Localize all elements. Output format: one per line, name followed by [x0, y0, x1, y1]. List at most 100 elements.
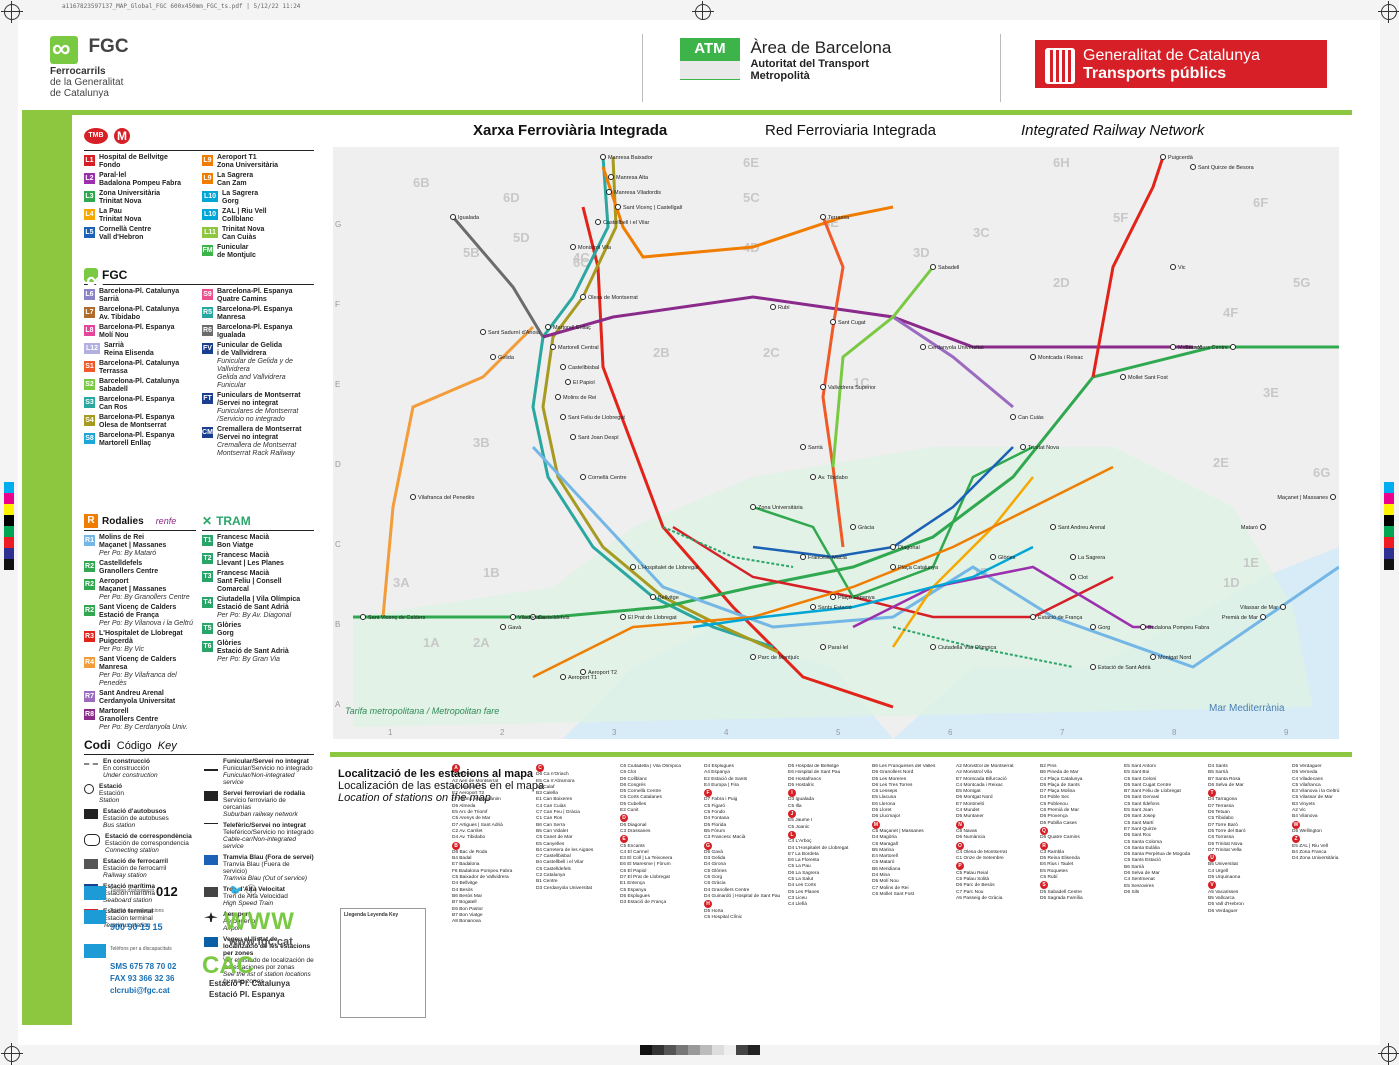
station[interactable]: Gorg [1090, 624, 1111, 632]
station-dot[interactable] [606, 189, 612, 195]
station-dot[interactable] [608, 174, 614, 180]
station-dot[interactable] [1030, 354, 1036, 360]
station-dot[interactable] [1090, 624, 1096, 630]
station-dot[interactable] [1010, 414, 1016, 420]
station[interactable]: Plaça Espanya [830, 594, 876, 602]
station[interactable]: Olesa de Montserrat [580, 294, 639, 302]
station-dot[interactable] [615, 204, 621, 210]
station-dot[interactable] [930, 644, 936, 650]
station-dot[interactable] [1070, 574, 1076, 580]
contact-email[interactable]: clcrubi@fgc.cat [110, 986, 170, 995]
station[interactable]: Paral·lel [820, 644, 849, 652]
website-link[interactable]: www.fgc.cat [229, 936, 293, 948]
station-dot[interactable] [1170, 344, 1176, 350]
station[interactable]: Montgat Nord [1150, 654, 1192, 662]
station[interactable]: Plaça Catalunya [890, 564, 939, 572]
station-dot[interactable] [1140, 624, 1146, 630]
station[interactable]: Molins de Rei [555, 394, 597, 402]
station-dot[interactable] [630, 564, 636, 570]
station-dot[interactable] [545, 324, 551, 330]
station[interactable]: Sants Estació [810, 604, 852, 612]
station-dot[interactable] [450, 214, 456, 220]
social-icons[interactable]: 🐦 ⓕ [229, 885, 257, 897]
station[interactable]: Manresa Viladordis [606, 189, 662, 197]
station[interactable]: Trinitat Nova [1020, 444, 1060, 452]
station-dot[interactable] [360, 614, 366, 620]
station[interactable]: Mollet Sant Fost [1120, 374, 1169, 382]
station-dot[interactable] [1170, 264, 1176, 270]
station[interactable]: Badalona Pompeu Fabra [1140, 624, 1211, 632]
station-dot[interactable] [560, 364, 566, 370]
station[interactable]: Vallvidrera Superior [820, 384, 877, 392]
station-dot[interactable] [560, 414, 566, 420]
station[interactable]: Gelida [490, 354, 515, 362]
station-dot[interactable] [490, 354, 496, 360]
station[interactable]: Puigcerdà [1160, 154, 1194, 162]
station-dot[interactable] [820, 384, 826, 390]
station-dot[interactable] [890, 544, 896, 550]
station-dot[interactable] [410, 494, 416, 500]
station-dot[interactable] [820, 644, 826, 650]
station[interactable]: Maçanet | Massanes [1277, 494, 1336, 502]
station[interactable]: Sant Vicenç de Calders [360, 614, 426, 622]
station-dot[interactable] [890, 564, 896, 570]
station[interactable]: Aeroport T1 [560, 674, 597, 682]
station-dot[interactable] [620, 614, 626, 620]
station[interactable]: Diagonal [890, 544, 920, 552]
station[interactable]: Estació de Sant Adrià [1090, 664, 1152, 672]
station-dot[interactable] [480, 329, 486, 335]
station-dot[interactable] [820, 214, 826, 220]
station-dot[interactable] [1260, 614, 1266, 620]
station-dot[interactable] [560, 674, 566, 680]
station[interactable]: Igualada [450, 214, 481, 222]
station-dot[interactable] [800, 554, 806, 560]
station-dot[interactable] [570, 434, 576, 440]
station[interactable]: Av. Tibidabo [810, 474, 848, 482]
station[interactable]: Viladecans [510, 614, 546, 622]
station[interactable]: Gavà [500, 624, 523, 632]
station-dot[interactable] [1260, 524, 1266, 530]
station-dot[interactable] [850, 524, 856, 530]
station-dot[interactable] [550, 344, 556, 350]
station[interactable]: Cornellà Centre [580, 474, 627, 482]
station[interactable]: Sant Quirze de Besora [1190, 164, 1255, 172]
station-dot[interactable] [750, 504, 756, 510]
station[interactable]: Sant Sadurní d'Anoia [480, 329, 541, 337]
station[interactable]: Parc de Montjuïc [750, 654, 800, 662]
station-dot[interactable] [800, 444, 806, 450]
station[interactable]: Sabadell [930, 264, 960, 272]
station-dot[interactable] [555, 394, 561, 400]
station-dot[interactable] [750, 654, 756, 660]
station[interactable]: Sant Feliu de Llobregat [560, 414, 626, 422]
station[interactable]: Castelldefels [530, 614, 570, 622]
station[interactable]: Clot [1070, 574, 1089, 582]
station-dot[interactable] [1330, 494, 1336, 500]
station[interactable]: Montcada i Reixac [1030, 354, 1084, 362]
station[interactable]: El Prat de Llobregat [620, 614, 678, 622]
station-dot[interactable] [530, 614, 536, 620]
station-dot[interactable] [1230, 344, 1236, 350]
station-dot[interactable] [570, 244, 576, 250]
station-dot[interactable] [920, 344, 926, 350]
station[interactable]: Montmeló [1170, 344, 1203, 352]
station[interactable]: Castellbell i el Vilar [595, 219, 650, 227]
station[interactable]: El Papiol [565, 379, 595, 387]
station[interactable]: Martorell Enllaç [545, 324, 592, 332]
station[interactable]: Premià de Mar [1222, 614, 1266, 622]
station-dot[interactable] [1030, 614, 1036, 620]
station[interactable]: Sant Joan Despí [570, 434, 620, 442]
station-dot[interactable] [1070, 554, 1076, 560]
station[interactable]: Bellvitge [650, 594, 679, 602]
station[interactable]: Terrassa [820, 214, 851, 222]
station[interactable]: Manresa Alta [608, 174, 650, 182]
station-dot[interactable] [1090, 664, 1096, 670]
station-dot[interactable] [580, 294, 586, 300]
station-dot[interactable] [565, 379, 571, 385]
station-dot[interactable] [770, 304, 776, 310]
station[interactable]: Francesc Macià [800, 554, 848, 562]
station-dot[interactable] [1190, 164, 1196, 170]
station[interactable]: Sarrià [800, 444, 824, 452]
station[interactable]: Zona Universitària [750, 504, 804, 512]
station[interactable]: Gràcia [850, 524, 876, 532]
